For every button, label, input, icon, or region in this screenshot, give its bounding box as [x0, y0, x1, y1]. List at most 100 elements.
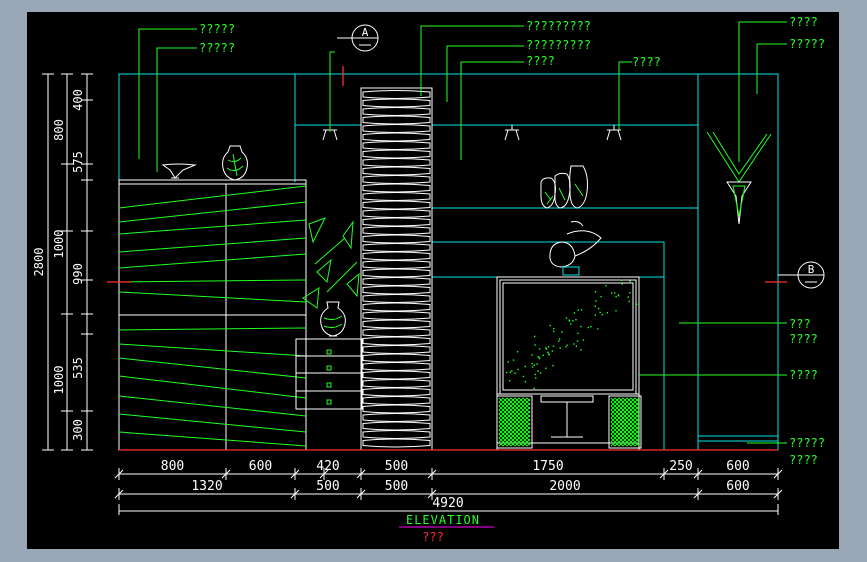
column-flute	[362, 345, 431, 354]
screen-speckle	[542, 354, 544, 356]
screen-speckle	[565, 346, 567, 348]
callout-top-mid-1: ?????????	[526, 19, 591, 33]
dim-left-0: 400	[71, 89, 85, 111]
vase-group-right	[540, 165, 588, 209]
column-flute	[362, 243, 431, 252]
screen-speckle	[553, 327, 555, 330]
screen-speckle	[524, 381, 526, 383]
dim-row1-0: 800	[161, 459, 184, 474]
screen-speckle	[572, 320, 574, 322]
speaker-grille-line	[514, 397, 531, 414]
column-flute	[362, 362, 431, 371]
drawing-subtitle: ???	[422, 530, 444, 544]
screen-speckle	[537, 356, 540, 358]
speaker-grille-line	[610, 405, 640, 435]
callout-top-mid-4: ????	[632, 55, 661, 69]
speaker-grille-line	[506, 422, 531, 447]
screen-speckle	[536, 363, 538, 365]
screen-speckle	[559, 347, 561, 349]
speaker-grille-line	[610, 413, 640, 443]
speaker-grille-line	[526, 442, 531, 447]
screen-speckle	[600, 295, 602, 298]
speaker-grille-line	[510, 397, 531, 418]
screen-speckle	[606, 312, 609, 314]
speaker-grille-line	[502, 418, 531, 447]
speaker-grille-line	[610, 417, 640, 447]
speaker-grille-line	[634, 397, 640, 403]
screen-speckle	[533, 387, 535, 390]
speaker-grille-line	[610, 397, 640, 427]
screen-speckle	[534, 335, 536, 338]
column-flute	[362, 149, 431, 159]
dim-row2-0: 1320	[191, 479, 222, 494]
column-flute	[362, 421, 431, 431]
bottom-dimensions: 800 600 420 500 1750 250 600 1320 500 50…	[114, 459, 783, 515]
speaker-grille-line	[510, 426, 531, 447]
column-flute	[362, 115, 431, 125]
speaker-grille-line	[614, 397, 640, 423]
vase-on-drawers	[320, 301, 346, 337]
screen-speckle	[621, 279, 623, 281]
screen-speckle	[535, 377, 537, 379]
screen-speckle	[558, 340, 560, 342]
speaker-grille-line	[618, 425, 640, 447]
screen-speckle	[627, 296, 629, 298]
screen-speckle	[618, 295, 620, 297]
dim-tick-slash	[290, 469, 300, 479]
speaker-grille-line	[634, 441, 640, 447]
speaker-grille-line	[626, 397, 640, 411]
speaker-grille-line	[526, 397, 531, 402]
screen-speckle	[531, 366, 534, 368]
ground-line	[107, 66, 787, 451]
dim-tick-slash	[356, 489, 366, 499]
screen-speckle	[512, 359, 515, 361]
column-flute	[362, 319, 431, 329]
column-flute	[362, 200, 431, 210]
dim-tick-slash	[221, 469, 231, 479]
vase-decor-left	[222, 145, 248, 181]
speaker-grille-line	[518, 434, 531, 447]
screen-speckle	[547, 353, 550, 355]
speaker-grille-line	[502, 397, 531, 426]
dim-row2-2: 500	[385, 479, 408, 494]
screen-speckle	[576, 340, 579, 342]
screen-speckle	[507, 361, 509, 363]
screen-speckle	[573, 343, 575, 345]
speaker-grille-line	[630, 397, 640, 407]
column-flute	[362, 209, 431, 218]
column-flute	[362, 124, 431, 133]
callout-top-right-2: ?????	[789, 37, 825, 51]
screen-speckle	[597, 328, 599, 330]
dim-tick-slash	[427, 469, 437, 479]
section-marker-a: A	[337, 24, 379, 52]
screen-speckle	[534, 373, 537, 376]
column-flute	[362, 370, 431, 380]
dim-row1-4: 1750	[532, 459, 563, 474]
column-flute	[362, 311, 431, 320]
screen-speckle	[524, 365, 526, 368]
dim-tick-slash	[319, 469, 329, 479]
callout-right-1b: ????	[789, 332, 818, 346]
screen-speckle	[570, 323, 572, 325]
column-flute	[362, 302, 431, 312]
speaker-grille-line	[506, 397, 531, 422]
screen-speckle	[505, 371, 508, 374]
dim-left-4: 990	[71, 263, 85, 285]
column-flute	[362, 98, 431, 108]
screen-speckle	[545, 347, 547, 349]
dim-row2-3: 2000	[549, 479, 580, 494]
speaker-grille-line	[622, 397, 640, 415]
screen-speckle	[629, 280, 631, 282]
elevation-drawing: A B ????? ????? ????????? ????????? ????…	[32, 15, 825, 544]
column-flute	[362, 277, 431, 286]
dim-tick-slash	[693, 469, 703, 479]
screen-speckle	[538, 348, 541, 350]
callout-top-right-1: ????	[789, 15, 818, 29]
screen-speckle	[568, 320, 571, 322]
speaker-grille-line	[518, 397, 531, 410]
dim-row1-2: 420	[316, 459, 339, 474]
drawing-title-block: ELEVATION ???	[399, 513, 494, 544]
screen-speckle	[580, 349, 582, 351]
callout-leaders	[138, 21, 787, 444]
